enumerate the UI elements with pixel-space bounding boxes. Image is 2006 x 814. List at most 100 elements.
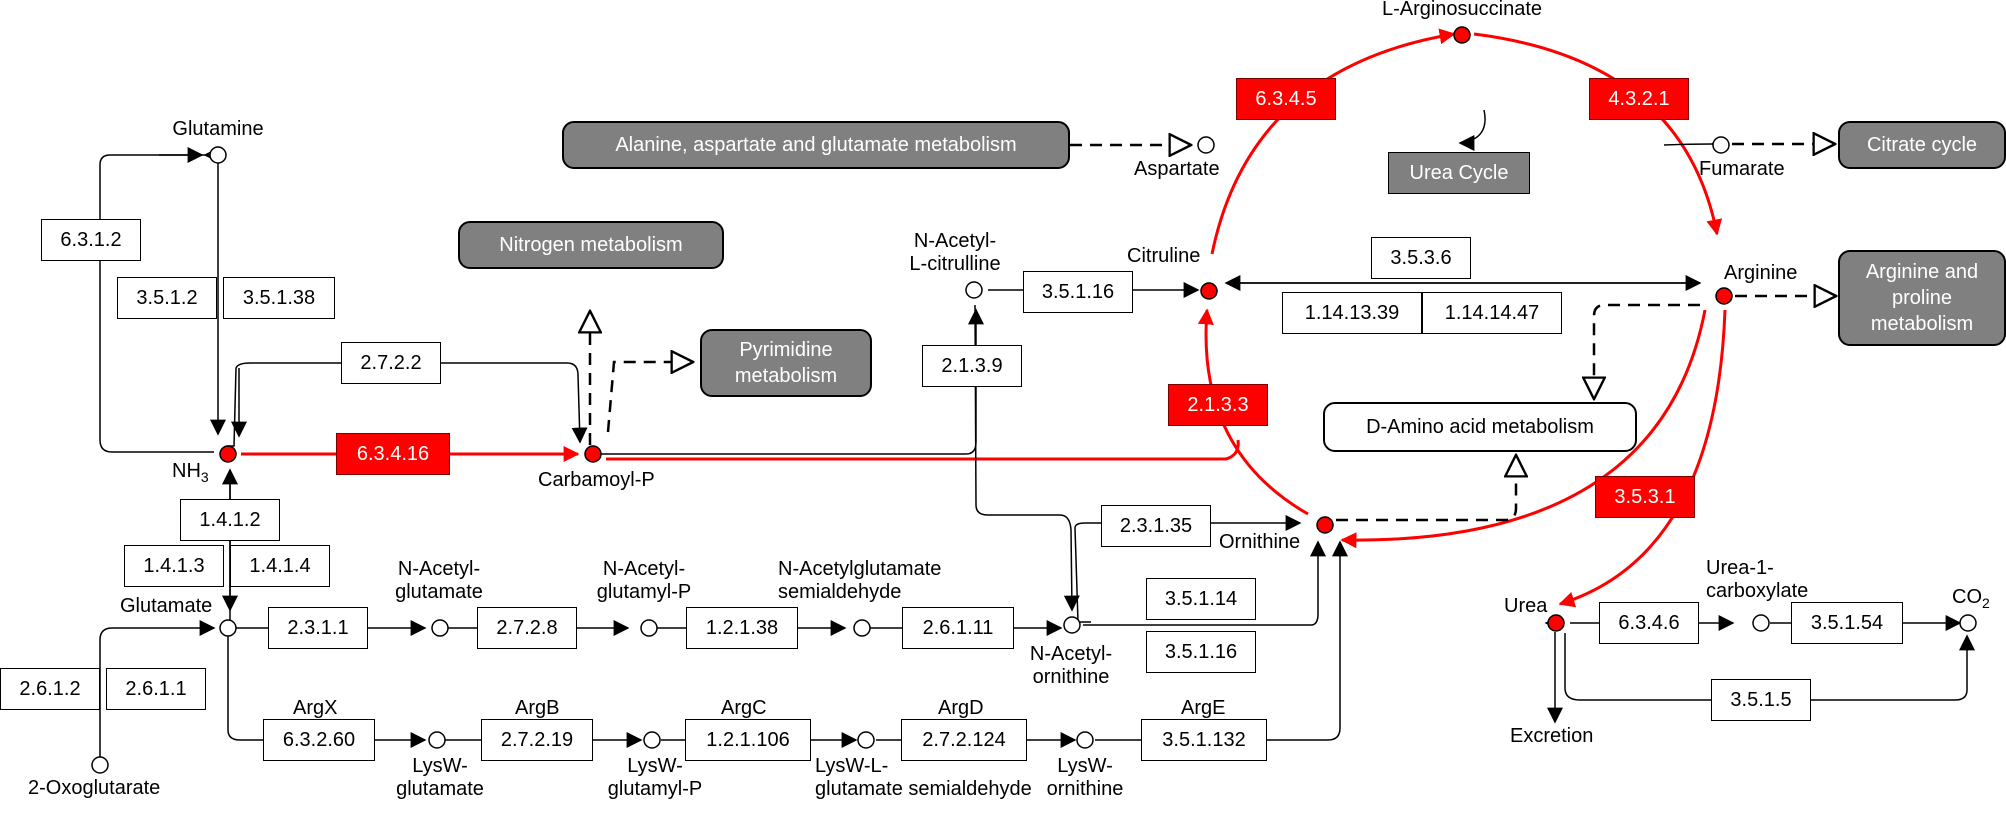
enzyme-3-5-1-38[interactable]: 3.5.1.38	[223, 277, 335, 319]
enzyme-3-5-1-5[interactable]: 3.5.1.5	[1711, 679, 1811, 721]
map-links	[590, 144, 1835, 522]
enzyme-2-7-2-2[interactable]: 2.7.2.2	[341, 342, 441, 384]
enzyme-6-3-2-60[interactable]: 6.3.2.60	[263, 719, 375, 761]
label-urea: Urea	[1504, 595, 1548, 617]
compound-nodes	[91, 26, 1977, 774]
enzyme-3-5-1-54[interactable]: 3.5.1.54	[1791, 602, 1903, 644]
node-2-oxoglutarate	[91, 756, 109, 774]
arc-arginine-to-ornithine	[1340, 309, 1707, 549]
enzyme-3-5-1-132[interactable]: 3.5.1.132	[1141, 719, 1267, 761]
node-lysw-glutamate	[428, 731, 446, 749]
node-citruline	[1200, 282, 1218, 300]
node-lysw-ornithine	[1076, 731, 1094, 749]
enzyme-2-3-1-35[interactable]: 2.3.1.35	[1101, 505, 1211, 547]
label-co2-base: CO	[1952, 586, 1982, 608]
node-co2	[1959, 614, 1977, 632]
node-n-acetyl-citrulline	[965, 281, 983, 299]
label-2-oxoglutarate: 2-Oxoglutarate	[28, 777, 161, 799]
enzyme-1-2-1-106[interactable]: 1.2.1.106	[685, 719, 811, 761]
map-nitrogen-metabolism[interactable]: Nitrogen metabolism	[458, 221, 724, 269]
label-nh3-base: NH	[172, 460, 201, 482]
node-urea	[1547, 614, 1565, 632]
node-fumarate	[1712, 136, 1730, 154]
node-n-acetylglutamate-semialdehyde	[853, 619, 871, 637]
node-urea-1-carboxylate	[1752, 614, 1770, 632]
enzyme-3-5-1-16-bottom[interactable]: 3.5.1.16	[1146, 631, 1256, 673]
label-argx: ArgX	[293, 697, 338, 719]
enzyme-6-3-4-6[interactable]: 6.3.4.6	[1599, 602, 1699, 644]
enzyme-1-4-1-4[interactable]: 1.4.1.4	[230, 545, 330, 587]
map-d-amino-acid-metabolism[interactable]: D-Amino acid metabolism	[1323, 402, 1637, 452]
map-alanine-aspartate-glutamate[interactable]: Alanine, aspartate and glutamate metabol…	[562, 121, 1070, 169]
label-glutamine: Glutamine	[172, 118, 264, 140]
enzyme-2-1-3-3[interactable]: 2.1.3.3	[1168, 384, 1268, 426]
node-arginine	[1715, 287, 1733, 305]
node-arginosuccinate	[1453, 26, 1471, 44]
arc-citruline-to-arginosuccinate	[1210, 28, 1456, 255]
line-carbamoyl-to-cycle	[606, 439, 1240, 461]
map-pyrimidine-metabolism[interactable]: Pyrimidine metabolism	[700, 329, 872, 397]
enzyme-1-4-1-2[interactable]: 1.4.1.2	[180, 499, 280, 541]
node-glutamine	[209, 146, 227, 164]
label-nh3-sub: 3	[200, 469, 209, 485]
label-n-acetylglutamate-semialdehyde: N-Acetylglutamate semialdehyde	[778, 558, 942, 603]
label-arginosuccinate: L-Arginosuccinate	[1381, 0, 1543, 20]
label-co2: CO2	[1952, 586, 1990, 611]
map-citrate-cycle[interactable]: Citrate cycle	[1838, 121, 2006, 169]
enzyme-2-6-1-2[interactable]: 2.6.1.2	[0, 668, 100, 710]
label-co2-sub: 2	[1982, 595, 1990, 611]
label-lysw-ornithine: LysW- ornithine	[1046, 755, 1124, 800]
enzyme-3-5-1-16-top[interactable]: 3.5.1.16	[1023, 271, 1133, 313]
label-urea-1-carboxylate: Urea-1- carboxylate	[1706, 557, 1809, 602]
label-glutamate: Glutamate	[120, 595, 213, 617]
label-excretion: Excretion	[1510, 725, 1594, 747]
node-glutamate	[219, 619, 237, 637]
enzyme-1-14-13-39[interactable]: 1.14.13.39	[1282, 292, 1422, 334]
enzyme-2-7-2-19[interactable]: 2.7.2.19	[481, 719, 593, 761]
label-n-acetyl-ornithine: N-Acetyl- ornithine	[1029, 643, 1113, 688]
arc-arginosuccinate-to-arginine	[1473, 32, 1723, 236]
label-lysw-l-glutamate-semialdehyde: LysW-L- glutamate semialdehyde	[815, 755, 1032, 800]
node-n-acetyl-glutamyl-p	[640, 619, 658, 637]
enzyme-2-7-2-8[interactable]: 2.7.2.8	[477, 607, 577, 649]
enzyme-3-5-1-2[interactable]: 3.5.1.2	[117, 277, 217, 319]
label-argb: ArgB	[515, 697, 560, 719]
label-aspartate: Aspartate	[1134, 158, 1220, 180]
enzyme-3-5-3-6[interactable]: 3.5.3.6	[1371, 237, 1471, 279]
map-arginine-proline-metabolism[interactable]: Arginine and proline metabolism	[1838, 250, 2006, 346]
node-nh3	[219, 445, 237, 463]
enzyme-4-3-2-1[interactable]: 4.3.2.1	[1589, 78, 1689, 120]
enzyme-2-6-1-11[interactable]: 2.6.1.11	[902, 607, 1014, 649]
enzyme-6-3-4-16[interactable]: 6.3.4.16	[336, 433, 450, 475]
label-arginine: Arginine	[1724, 262, 1798, 284]
enzyme-3-5-1-14[interactable]: 3.5.1.14	[1146, 578, 1256, 620]
label-nh3: NH3	[172, 460, 209, 485]
enzyme-2-7-2-124[interactable]: 2.7.2.124	[901, 719, 1027, 761]
enzyme-2-1-3-9[interactable]: 2.1.3.9	[922, 345, 1022, 387]
pathway-title: Urea Cycle	[1388, 152, 1530, 194]
label-carbamoyl-p: Carbamoyl-P	[538, 469, 655, 491]
label-fumarate: Fumarate	[1699, 158, 1785, 180]
enzyme-3-5-3-1[interactable]: 3.5.3.1	[1595, 476, 1695, 518]
enzyme-1-4-1-3[interactable]: 1.4.1.3	[124, 545, 224, 587]
enzyme-1-2-1-38[interactable]: 1.2.1.38	[686, 607, 798, 649]
node-n-acetyl-glutamate	[431, 619, 449, 637]
enzyme-1-14-14-47[interactable]: 1.14.14.47	[1422, 292, 1562, 334]
enzyme-2-6-1-1[interactable]: 2.6.1.1	[106, 668, 206, 710]
label-lysw-glutamate: LysW- glutamate	[396, 755, 484, 800]
enzyme-6-3-4-5[interactable]: 6.3.4.5	[1236, 78, 1336, 120]
label-n-acetyl-glutamyl-p: N-Acetyl- glutamyl-P	[596, 558, 692, 603]
enzyme-6-3-1-2[interactable]: 6.3.1.2	[41, 219, 141, 261]
node-lysw-glutamyl-p	[643, 731, 661, 749]
label-citruline: Citruline	[1127, 245, 1201, 267]
label-ornithine: Ornithine	[1219, 531, 1301, 553]
node-lysw-l-glutamate-semialdehyde	[857, 731, 875, 749]
label-arge: ArgE	[1181, 697, 1226, 719]
arc-ornithine-to-citruline	[1197, 308, 1309, 516]
node-carbamoyl-p	[584, 445, 602, 463]
enzyme-2-3-1-1[interactable]: 2.3.1.1	[268, 607, 368, 649]
label-n-acetyl-citrulline: N-Acetyl- L-citrulline	[909, 230, 1001, 275]
label-argd: ArgD	[938, 697, 984, 719]
label-lysw-glutamyl-p: LysW- glutamyl-P	[607, 755, 703, 800]
